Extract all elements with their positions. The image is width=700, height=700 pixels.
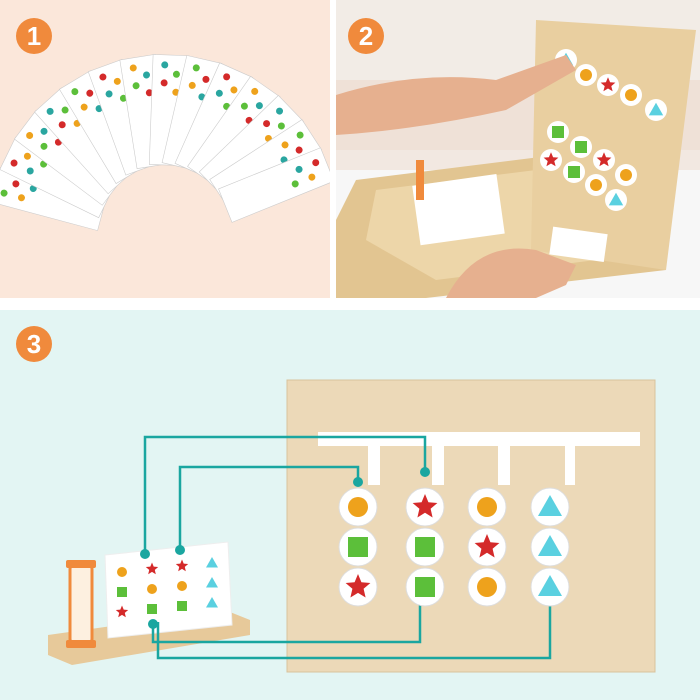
orange-circle-icon [625,89,637,101]
wooden-board [286,379,656,673]
cyan-triangle-icon [538,535,562,556]
sliding-piece [575,64,597,86]
cyan-triangle-icon [538,575,562,596]
sliding-piece [593,149,615,171]
sliding-piece[interactable] [530,567,570,607]
red-star-icon [600,77,616,92]
pattern-card [187,75,281,188]
sliding-piece[interactable] [405,487,445,527]
red-star-icon [175,559,189,572]
red-star-icon [115,605,129,618]
green-square-icon [568,166,580,178]
sliding-piece[interactable] [530,527,570,567]
sliding-piece [540,149,562,171]
step-badge-1: 1 [16,18,52,54]
red-star-icon [412,494,438,518]
red-star-icon [345,574,371,598]
sliding-piece [615,164,637,186]
green-square-icon [117,587,127,597]
orange-circle-icon [117,567,127,577]
green-square-icon [348,537,368,557]
connector-lines [143,435,552,660]
cyan-triangle-icon [608,192,624,206]
green-square-icon [177,601,187,611]
orange-circle-icon [348,497,368,517]
sliding-piece[interactable] [467,487,507,527]
red-star-icon [543,152,559,167]
pattern-card [412,174,505,246]
red-star-icon [596,152,612,167]
sliding-piece [645,99,667,121]
panel-diagram: 3 [0,310,700,700]
cyan-triangle-icon [538,495,562,516]
sliding-piece [605,189,627,211]
orange-circle-icon [147,584,157,594]
pattern-card [13,109,125,206]
sliding-piece[interactable] [338,487,378,527]
green-square-icon [552,126,564,138]
red-star-icon [474,534,500,558]
cyan-triangle-icon [206,577,218,588]
green-square-icon [415,577,435,597]
orange-circle-icon [477,497,497,517]
sliding-piece[interactable] [338,567,378,607]
matching-diagram [48,379,656,673]
orange-circle-icon [620,169,632,181]
pattern-card [0,166,108,231]
orange-circle-icon [590,179,602,191]
cyan-triangle-icon [648,102,664,116]
wooden-board [531,20,696,270]
hand-lower [446,248,576,298]
card-fan-illustration [0,53,330,231]
orange-circle-icon [177,581,187,591]
sliding-piece[interactable] [467,527,507,567]
sliding-piece [570,136,592,158]
green-square-icon [147,604,157,614]
panel-playing-photo: 2 [336,0,700,298]
green-square-icon [415,537,435,557]
sliding-piece [585,174,607,196]
slide-track [318,432,640,485]
sliding-piece[interactable] [405,567,445,607]
sand-timer [68,563,94,645]
sliding-piece [597,74,619,96]
orange-circle-icon [580,69,592,81]
cyan-triangle-icon [206,557,218,568]
hand-arm [336,55,576,135]
cyan-triangle-icon [206,597,218,608]
sliding-piece[interactable] [530,487,570,527]
pattern-card [104,541,233,639]
panel-cards: 1 [0,0,330,298]
sliding-piece [547,121,569,143]
step-badge-2: 2 [348,18,384,54]
sand-timer [416,160,424,200]
orange-circle-icon [477,577,497,597]
sliding-piece [563,161,585,183]
step-badge-3: 3 [16,326,52,362]
sliding-piece[interactable] [338,527,378,567]
pattern-card [218,147,330,223]
green-square-icon [575,141,587,153]
sliding-piece[interactable] [467,567,507,607]
playing-illustration [336,20,700,298]
sliding-piece [620,84,642,106]
red-star-icon [145,562,159,575]
sliding-piece[interactable] [405,527,445,567]
